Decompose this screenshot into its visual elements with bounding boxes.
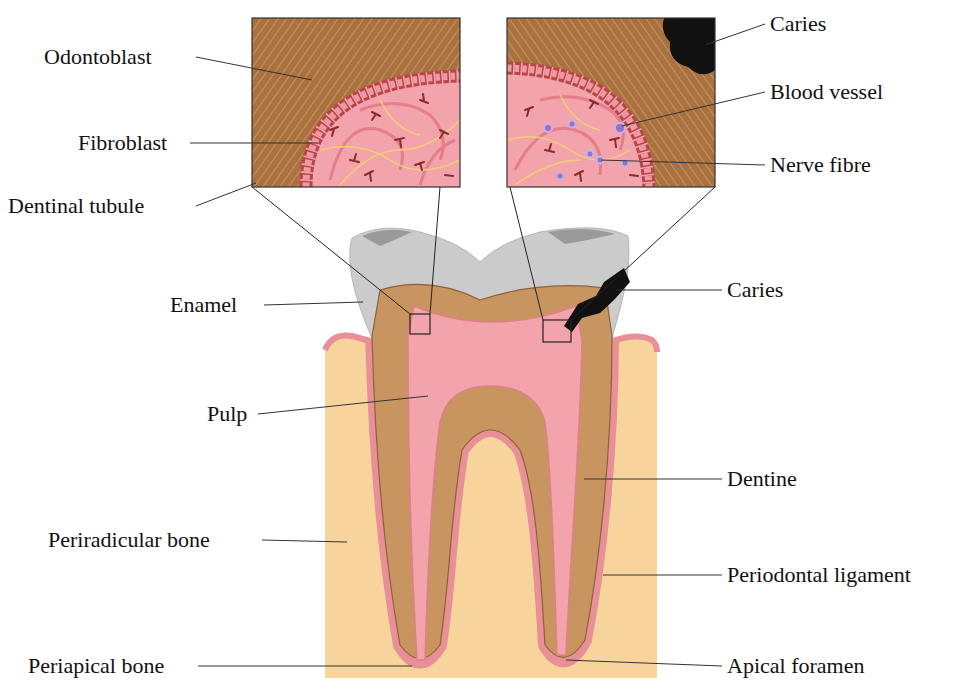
- leader-line: [705, 24, 765, 45]
- blood-vessels: [330, 104, 455, 185]
- odontoblast-layer: [306, 76, 460, 187]
- part-label: Blood vessel: [770, 80, 883, 104]
- caries: [564, 268, 630, 332]
- part-label: Periapical bone: [28, 654, 164, 678]
- fibroblasts: [330, 94, 453, 181]
- part-label: Periradicular bone: [48, 528, 210, 552]
- leader-line: [258, 396, 428, 414]
- part-label: Enamel: [170, 293, 237, 317]
- zoom-line: [510, 187, 543, 320]
- leader-line: [601, 160, 765, 165]
- immune-cell: [587, 151, 594, 158]
- part-label: Dentine: [727, 467, 797, 491]
- leader-line: [196, 183, 256, 206]
- immune-cell: [615, 123, 625, 133]
- enamel-cusp: [362, 230, 412, 246]
- inset-dentine: [252, 18, 460, 187]
- enamel-cusp: [548, 229, 615, 244]
- odontoblast-cells: [306, 76, 460, 187]
- leader-line: [190, 143, 318, 144]
- leader-lines: [190, 24, 765, 666]
- caries: [663, 18, 715, 74]
- immune-cells: [544, 121, 629, 180]
- part-label: Pulp: [207, 402, 247, 426]
- dentinal-tubules: [507, 18, 715, 187]
- healthy-inset: [252, 18, 460, 187]
- part-label: Periodontal ligament: [727, 563, 911, 587]
- leader-line: [603, 575, 722, 576]
- inset-pulp: [300, 70, 460, 187]
- periodontal-ligament: [372, 338, 612, 662]
- leader-line: [566, 660, 722, 666]
- odontoblast-cells: [507, 68, 649, 187]
- leader-line: [616, 290, 722, 291]
- zoom-line: [430, 187, 440, 314]
- part-label: Caries: [727, 278, 783, 302]
- part-label: Nerve fibre: [770, 153, 871, 177]
- dentinal-tubules: [252, 18, 460, 187]
- carious-inset: [507, 18, 715, 187]
- leader-line: [198, 666, 412, 667]
- odontoblast-layer: [507, 68, 649, 187]
- fibroblasts: [525, 100, 638, 181]
- immune-cell: [544, 124, 552, 132]
- zoom-box: [410, 314, 430, 334]
- zoom-box: [543, 320, 571, 342]
- pulp: [408, 306, 582, 660]
- part-label: Caries: [770, 12, 826, 36]
- inset-pulp: [507, 62, 655, 187]
- immune-cell: [557, 173, 564, 180]
- leader-line: [264, 302, 363, 305]
- leader-line: [622, 92, 765, 126]
- part-label: Fibroblast: [78, 131, 167, 155]
- nerve-fibres: [320, 100, 460, 185]
- leader-line: [196, 57, 312, 80]
- part-label: Apical foramen: [727, 654, 864, 678]
- zoom-line: [252, 187, 410, 314]
- immune-cell: [569, 121, 576, 128]
- inset-frame: [507, 18, 715, 187]
- zoom-line: [571, 187, 715, 320]
- part-label: Odontoblast: [44, 45, 152, 69]
- leader-line: [584, 479, 722, 480]
- inset-dentine: [507, 18, 715, 187]
- leader-line: [262, 540, 347, 542]
- part-label: Dentinal tubule: [8, 194, 144, 218]
- inset-frame: [252, 18, 460, 187]
